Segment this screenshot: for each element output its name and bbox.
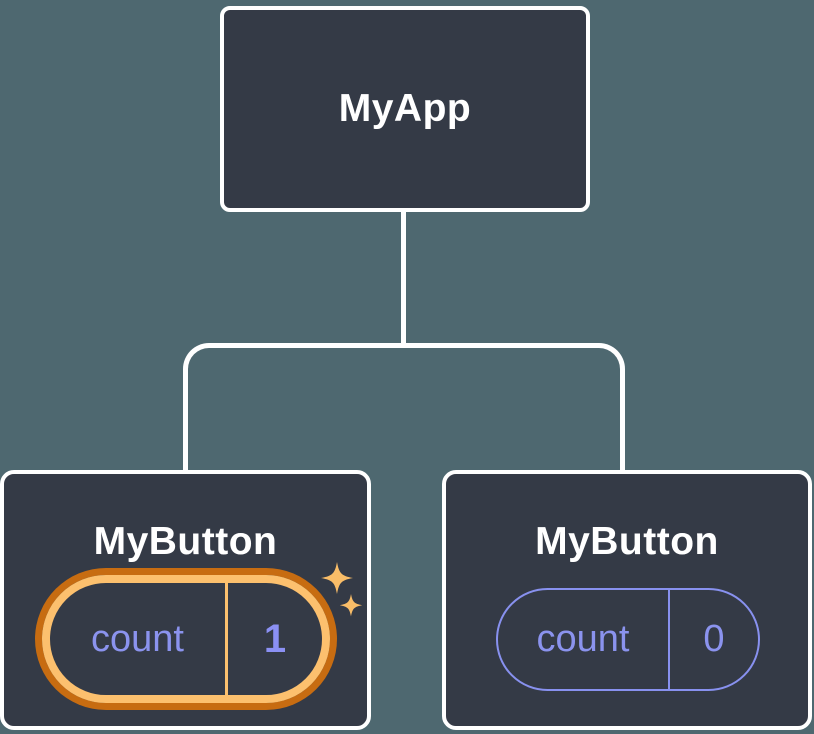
node-mybutton-right-label: MyButton [535,520,719,563]
state-key-label: count [536,618,630,660]
state-value: 0 [703,618,725,660]
connector-branch [183,343,625,471]
node-mybutton-left-label: MyButton [93,520,278,563]
sparkles-icon [321,562,363,617]
pill-divider [668,590,670,689]
node-mybutton-right: MyButton count 0 [442,470,812,730]
node-myapp-label: MyApp [338,87,472,130]
connector-stem [401,210,406,344]
state-pill-highlighted: count 1 [42,575,330,703]
node-myapp: MyApp [220,6,590,212]
node-mybutton-left: MyButton count 1 [0,470,371,730]
state-pill-normal: count 0 [496,588,760,691]
state-key-label: count [91,617,184,660]
state-value: 1 [263,616,287,661]
pill-divider [225,583,228,695]
